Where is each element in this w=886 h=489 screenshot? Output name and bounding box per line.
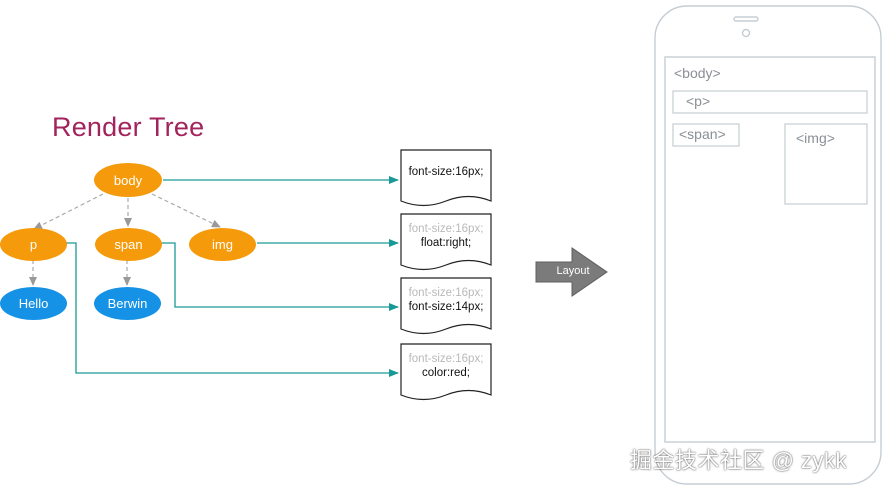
phone-mockup [654,5,882,485]
node-span: span [95,228,162,261]
phone-camera [741,28,751,38]
diagram-title: Render Tree [52,112,205,142]
style-connectors [66,176,399,377]
phone-p-label: <p> [686,93,711,109]
node-img: img [189,228,256,261]
doc-shape-1 [400,149,492,207]
style-doc-2: font-size:16px; float:right; [402,215,490,265]
edge-body-p [33,193,104,230]
edge-body-img [151,193,221,228]
style-doc-4-own: color:red; [422,367,470,379]
style-doc-2-inherited: font-size:16px; [408,223,484,235]
connector-span [160,242,399,311]
watermark-text: 掘金技术社区 @ zykk [630,448,848,473]
tree-edges [29,193,221,286]
phone-screen [664,56,876,443]
style-doc-3-own: font-size:14px; [408,301,484,313]
doc-shape-3 [400,277,492,335]
style-doc-1-own: font-size:16px; [408,166,484,178]
layout-arrow-label: Layout [556,265,590,277]
style-doc-shapes [400,149,492,401]
style-doc-4: font-size:16px; color:red; [402,345,490,395]
doc-shape-2 [400,213,492,271]
phone-span-label: <span> [679,126,726,142]
style-doc-4-inherited: font-size:16px; [408,353,484,365]
node-body: body [94,163,162,197]
phone-speaker [733,16,759,22]
phone-img-label: <img> [796,130,835,146]
style-doc-3: font-size:16px; font-size:14px; [402,279,490,329]
style-doc-1: font-size:16px; [402,151,490,201]
connector-p [66,242,399,377]
style-doc-3-inherited: font-size:16px; [408,287,484,299]
phone-span-box [672,123,740,147]
phone-img-box [784,123,868,205]
phone-body-label: <body> [674,65,721,81]
node-p: p [0,228,67,261]
style-doc-2-own: float:right; [420,237,472,249]
node-berwin: Berwin [94,287,161,320]
layout-arrow-shape [535,247,608,297]
phone-p-box [672,90,868,114]
doc-shape-4 [400,343,492,401]
phone-body [654,5,882,485]
node-hello: Hello [0,287,67,320]
